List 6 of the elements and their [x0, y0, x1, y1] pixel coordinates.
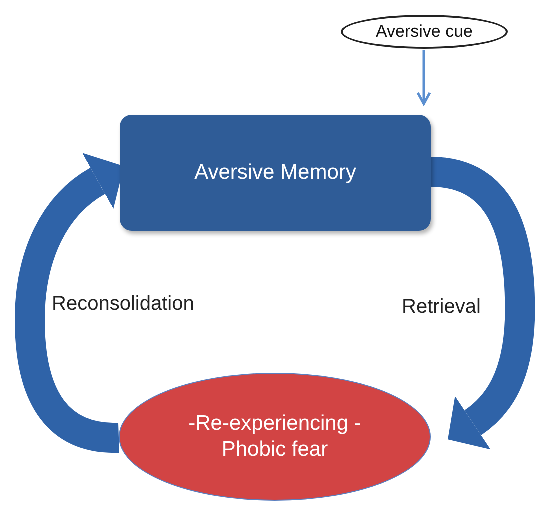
memory-box — [120, 115, 431, 231]
node-label: Aversive cue — [376, 21, 473, 43]
node-label: Aversive Memory — [194, 160, 356, 186]
curved-arrow — [430, 157, 536, 449]
node-label: -Re-experiencing - Phobic fear — [188, 410, 362, 463]
arrow — [416, 50, 432, 106]
